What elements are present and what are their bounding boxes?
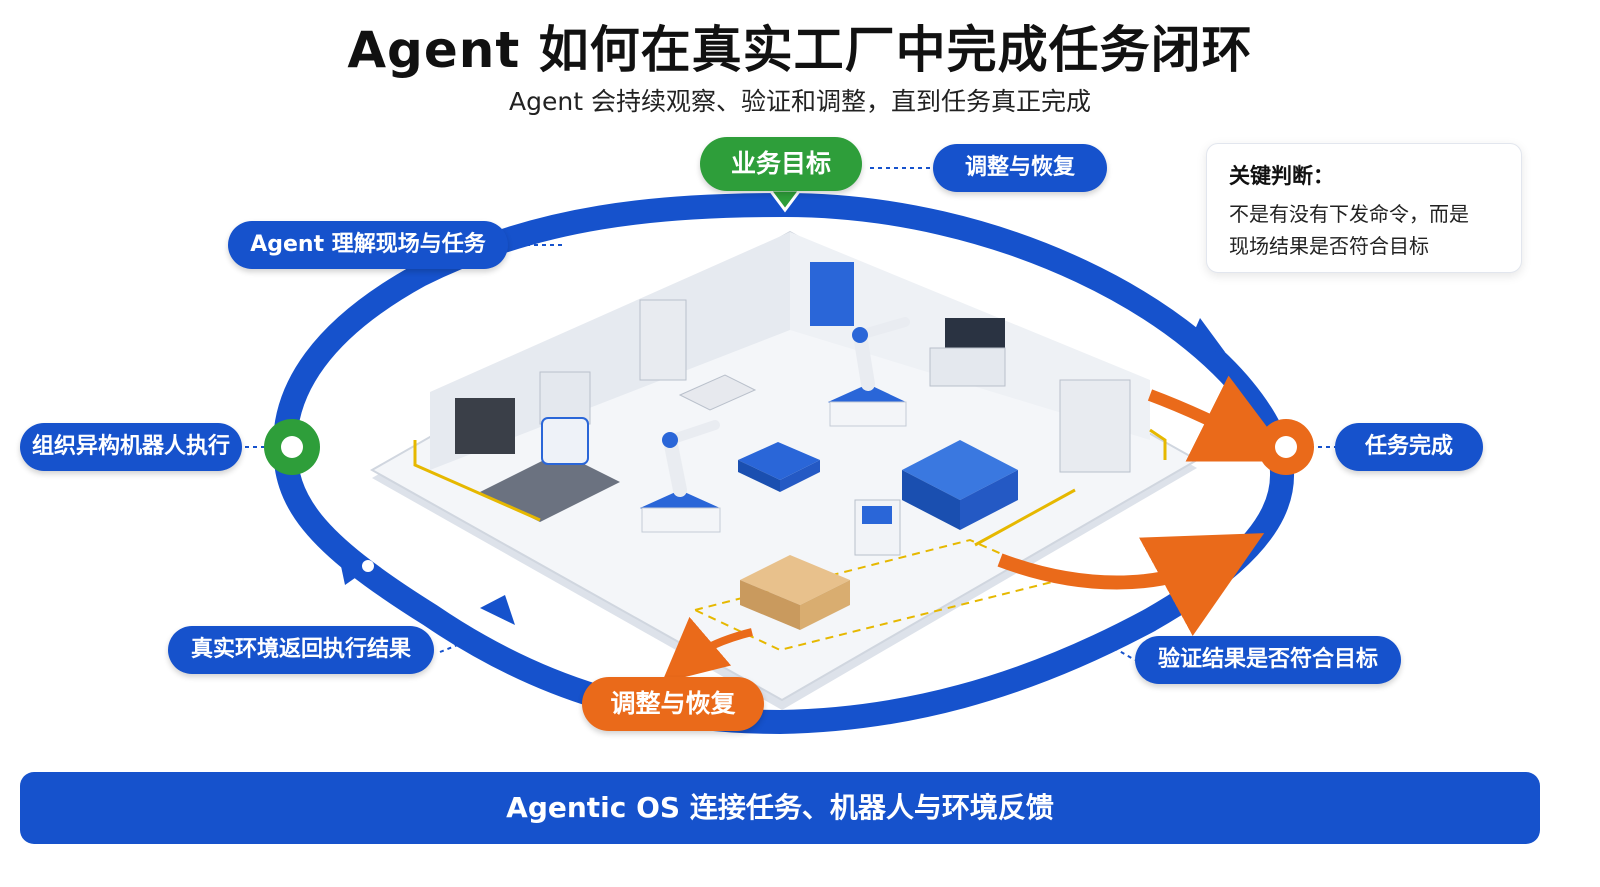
adjust-top-pill: 调整与恢复 [933, 144, 1107, 192]
key-judgment-note: 关键判断： 不是有没有下发命令，而是 现场结果是否符合目标 [1206, 143, 1522, 273]
feedback-pill: 真实环境返回执行结果 [168, 626, 434, 674]
factory-illustration [369, 230, 1200, 710]
understand-pill: Agent 理解现场与任务 [228, 221, 508, 269]
loop-dot [1074, 289, 1086, 301]
verify-arrow [997, 533, 1265, 636]
loop-dot [556, 263, 568, 275]
adjust-bottom-pill: 调整与恢复 [582, 677, 764, 731]
organize-node [264, 419, 320, 475]
connector-line [1099, 639, 1136, 661]
goal-pill: 业务目标 [700, 137, 862, 191]
loop-dot [1074, 619, 1086, 631]
done-node [1258, 419, 1314, 475]
page-subtitle: Agent 会持续观察、验证和调整，直到任务真正完成 [509, 87, 1091, 116]
loop-arrow-head [480, 595, 515, 625]
loop-arrow-head [1186, 318, 1225, 352]
complete-arrow [1147, 375, 1293, 462]
adjust-arrow [661, 616, 753, 683]
page-title: Agent 如何在真实工厂中完成任务闭环 [347, 21, 1253, 79]
organize-pill: 组织异构机器人执行 [20, 423, 242, 471]
footer-banner: Agentic OS 连接任务、机器人与环境反馈 [20, 772, 1540, 844]
note-title: 关键判断： [1229, 164, 1334, 188]
loop-arrow-head [338, 552, 372, 585]
verify-pill: 验证结果是否符合目标 [1135, 636, 1401, 684]
loop-dot [362, 560, 374, 572]
loop-dot [379, 340, 391, 352]
note-line: 现场结果是否符合目标 [1229, 234, 1429, 258]
note-line: 不是有没有下发命令，而是 [1229, 202, 1469, 226]
done-pill: 任务完成 [1335, 423, 1483, 471]
connector-line [439, 639, 471, 653]
